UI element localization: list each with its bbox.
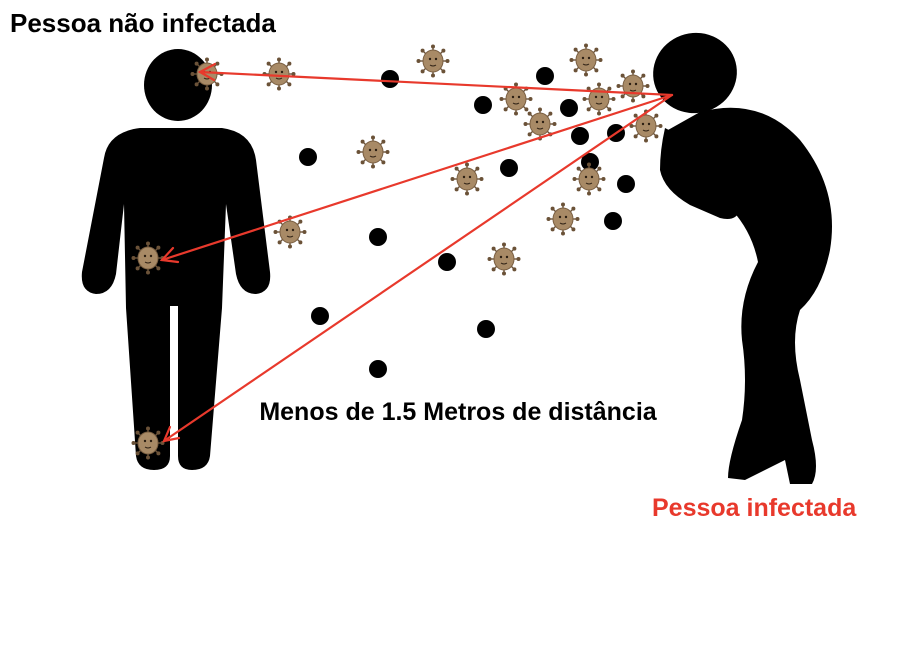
infected-person-label: Pessoa infectada (652, 494, 857, 522)
virus-icon (487, 242, 521, 276)
virus-icon (572, 162, 606, 196)
virus-icon (262, 57, 296, 91)
infected-person-figure (653, 32, 832, 484)
virus-icon (131, 241, 165, 275)
arrow-to-torso (159, 93, 674, 264)
virus-icon (190, 57, 224, 91)
droplet-icon (311, 307, 329, 325)
droplet-icon (571, 127, 589, 145)
droplet-icon (381, 70, 399, 88)
infected-person-head (653, 32, 737, 114)
droplet-icon (604, 212, 622, 230)
droplet-icon (299, 148, 317, 166)
droplet-icon (500, 159, 518, 177)
virus-icon (569, 43, 603, 77)
uninfected-person-body (81, 128, 271, 470)
droplet-icon (474, 96, 492, 114)
virus-icon (582, 82, 616, 116)
virus-icon (546, 202, 580, 236)
virus-icon (273, 215, 307, 249)
virus-icon (616, 69, 650, 103)
uninfected-person-head (144, 49, 212, 121)
virus-icon (450, 162, 484, 196)
arrow-to-head (197, 62, 674, 97)
uninfected-person-figure (81, 49, 271, 470)
droplet-icon (560, 99, 578, 117)
droplet-icon (477, 320, 495, 338)
virus-icon (131, 426, 165, 460)
uninfected-person-label: Pessoa não infectada (10, 8, 276, 38)
droplet-icon (617, 175, 635, 193)
infected-person-arm (660, 128, 740, 219)
droplet-icon (369, 360, 387, 378)
droplet-icon (536, 67, 554, 85)
droplet-icon (438, 253, 456, 271)
virus-icon (416, 44, 450, 78)
virus-icon (356, 135, 390, 169)
virus-icon (629, 109, 663, 143)
arrow-to-foot (162, 93, 674, 443)
distance-label: Menos de 1.5 Metros de distância (259, 398, 657, 426)
droplets (299, 67, 635, 378)
droplet-icon (369, 228, 387, 246)
transmission-arrows (159, 62, 674, 443)
droplet-icon (581, 153, 599, 171)
